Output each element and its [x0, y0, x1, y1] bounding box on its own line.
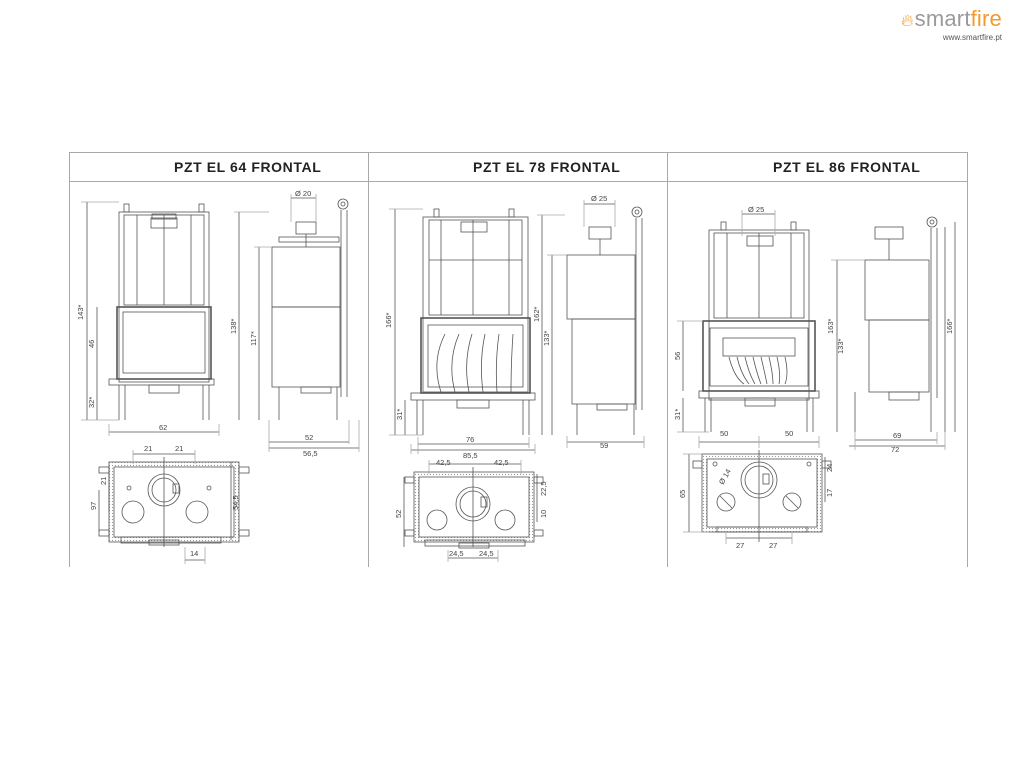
dim-64-side-depth: 52 — [305, 433, 313, 442]
pzt-el-64-top-view — [98, 450, 250, 564]
pzt-el-86-side-view — [831, 216, 956, 450]
table-right-border — [967, 152, 968, 567]
dim-78-top-depth: 52 — [394, 510, 403, 518]
dim-86-top-bottom-right: 27 — [769, 541, 777, 550]
dim-86-side-height-a: 163* — [826, 318, 835, 334]
technical-drawings: 143* 46 32* 62 Ø 20 138* 117* 52 56,5 21… — [76, 189, 956, 564]
column-title-pzt-el-78: PZT EL 78 FRONTAL — [473, 159, 621, 175]
brand-name-suffix: fire — [970, 6, 1002, 31]
dim-78-side-height-total: 162* — [532, 306, 541, 322]
column-divider-1 — [368, 152, 369, 567]
column-divider-2 — [667, 152, 668, 567]
dim-64-top-depth: 54,5 — [231, 495, 240, 510]
dim-64-front-base-height: 32* — [87, 397, 96, 408]
dim-78-top-bottom-left: 24,5 — [449, 549, 464, 558]
table-left-border — [69, 152, 70, 567]
dim-64-side-height-total: 138* — [229, 318, 238, 334]
dimension-table: PZT EL 64 FRONTAL PZT EL 78 FRONTAL PZT … — [69, 152, 968, 567]
dim-86-front-base-height: 31* — [673, 409, 682, 420]
dim-78-top-offset-left: 42,5 — [436, 458, 451, 467]
pzt-el-78-top-view — [403, 460, 544, 562]
dim-86-front-half-right: 50 — [785, 429, 793, 438]
dim-64-front-height-total: 143* — [76, 304, 85, 320]
pzt-el-86-front-view — [677, 210, 820, 448]
brand-url: www.smartfire.pt — [942, 33, 1002, 42]
dim-64-side-height-body: 117* — [249, 331, 258, 346]
brand-logo: 🔥︎smartfire www.smartfire.pt — [901, 8, 1002, 43]
dim-78-top-side-a: 22,5 — [539, 481, 548, 496]
brand-wordmark: 🔥︎smartfire — [901, 8, 1002, 32]
dim-64-side-depth-total: 56,5 — [303, 449, 318, 458]
dim-78-front-width-total: 85,5 — [463, 451, 478, 460]
dim-78-top-side-b: 10 — [539, 510, 548, 518]
pzt-el-86-top-view — [683, 450, 832, 544]
dim-86-side-depth: 69 — [893, 431, 901, 440]
dim-78-side-flue-diameter: Ø 25 — [591, 194, 607, 203]
dim-64-front-width: 62 — [159, 423, 167, 432]
dim-86-side-height-b: 166* — [945, 318, 954, 334]
pzt-el-78-front-view — [389, 208, 536, 454]
column-title-pzt-el-64: PZT EL 64 FRONTAL — [174, 159, 322, 175]
dim-64-top-bottom: 14 — [190, 549, 198, 558]
dim-78-side-depth: 59 — [600, 441, 608, 450]
dim-86-side-depth-total: 72 — [891, 445, 899, 454]
dim-86-front-flue-diameter: Ø 25 — [748, 205, 764, 214]
dim-86-top-bottom-left: 27 — [736, 541, 744, 550]
pzt-el-64-side-view — [234, 194, 360, 452]
brand-name-prefix: smart — [914, 6, 971, 31]
dim-64-front-glass-height: 46 — [87, 340, 96, 348]
dim-86-top-side-b: 17 — [825, 489, 834, 497]
dim-78-front-width: 76 — [466, 435, 474, 444]
dim-64-top-side-b: 97 — [89, 502, 98, 510]
pzt-el-64-front-view — [81, 201, 220, 436]
dim-78-front-height-total: 166* — [384, 312, 393, 328]
dim-64-top-side-a: 21 — [99, 477, 108, 485]
dim-64-top-offset-right: 21 — [175, 444, 183, 453]
flame-icon: 🔥︎ — [900, 11, 914, 30]
dim-78-side-height-body: 133* — [542, 330, 551, 346]
dim-64-side-flue-diameter: Ø 20 — [295, 189, 311, 198]
dim-86-front-half-left: 50 — [720, 429, 728, 438]
table-header-divider — [69, 181, 968, 182]
pzt-el-78-side-view — [537, 200, 645, 448]
dim-78-top-offset-right: 42,5 — [494, 458, 509, 467]
dim-78-top-bottom-right: 24,5 — [479, 549, 494, 558]
dim-78-front-base-height: 31* — [395, 409, 404, 420]
dim-86-side-height-body: 133* — [836, 338, 845, 354]
dim-86-top-side-a: 24 — [825, 464, 834, 472]
dim-86-front-glass-height: 56 — [673, 352, 682, 360]
column-title-pzt-el-86: PZT EL 86 FRONTAL — [773, 159, 921, 175]
dim-64-top-offset-left: 21 — [144, 444, 152, 453]
table-top-border — [69, 152, 968, 153]
dim-86-top-depth: 65 — [678, 490, 687, 498]
